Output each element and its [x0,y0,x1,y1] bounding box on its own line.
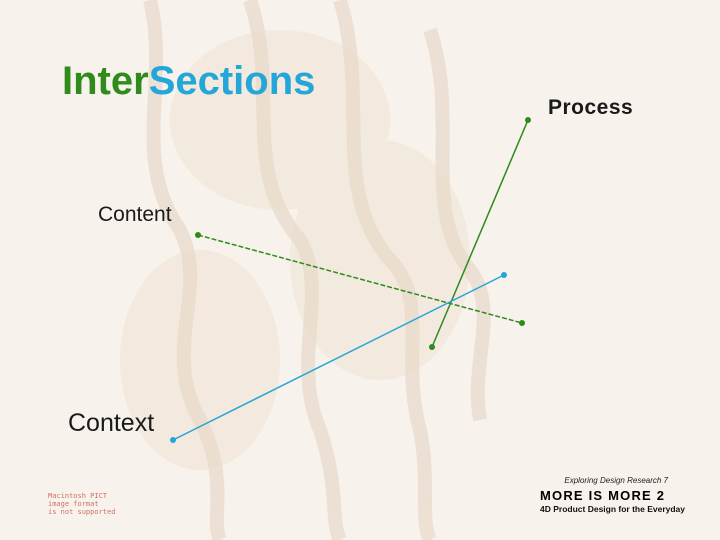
footer-logo: Exploring Design Research 7 MORE IS MORE… [540,476,710,515]
process-endpoint-bottom [429,344,435,350]
context-label: Context [68,409,155,437]
process-endpoint-top [525,117,531,123]
content-label: Content [98,203,172,226]
footer-brand: MORE IS MORE 2 [540,488,666,503]
title-part-inter: Inter [62,59,149,103]
context-endpoint-left [170,437,176,443]
content-endpoint-right [519,320,525,326]
slide-title: InterSections [62,56,315,106]
context-endpoint-right [501,272,507,278]
title-part-sections: Sections [148,59,316,103]
process-label: Process [548,96,634,119]
content-endpoint-left [195,232,201,238]
unsupported-image-placeholder: Macintosh PICT image format is not suppo… [48,492,116,516]
context-line [172,274,505,441]
footer-tagline: 4D Product Design for the Everyday [540,504,686,514]
process-line [431,119,529,348]
footer-series: Exploring Design Research 7 [564,476,668,485]
